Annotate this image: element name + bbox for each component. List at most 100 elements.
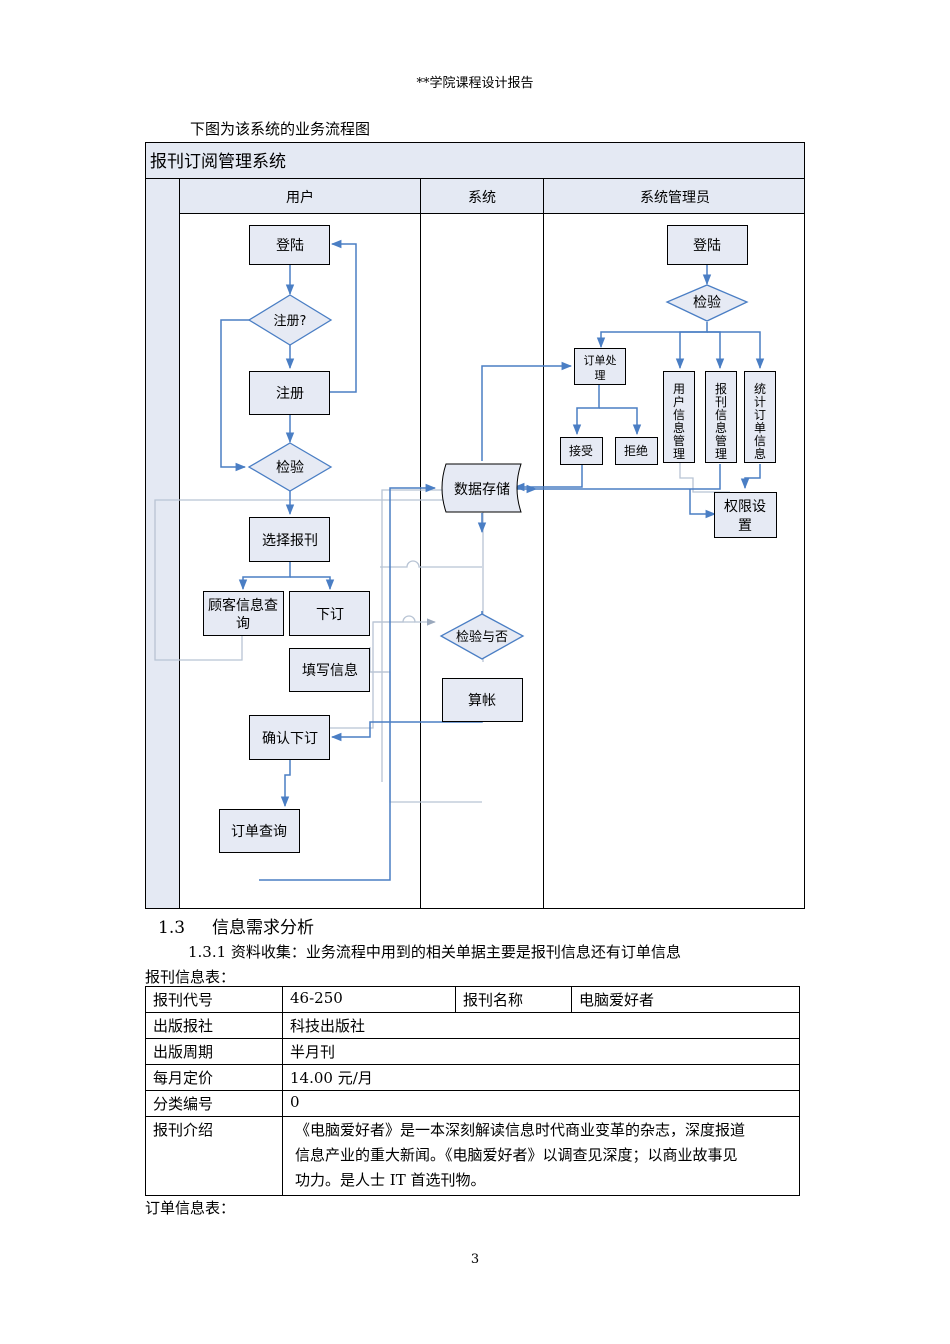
cell-label: 出版报社	[145, 1012, 283, 1039]
intro-line: 信息产业的重大新闻。《电脑爱好者》以调查见深度；以商业故事见	[295, 1146, 738, 1164]
reject-label: 拒绝	[624, 443, 648, 458]
lane-strip	[145, 178, 180, 909]
cell-value: 电脑爱好者	[571, 986, 800, 1013]
order-table-label: 订单信息表：	[145, 1199, 236, 1217]
stat-order-info-box	[744, 371, 776, 463]
lane-header-bar	[179, 178, 805, 214]
svg-text:息: 息	[715, 420, 727, 435]
user-info-mgmt-box	[663, 371, 695, 463]
user-verify-decision	[247, 442, 333, 492]
register-label: 注册	[276, 386, 304, 402]
svg-text:信: 信	[754, 434, 766, 448]
user-info-mgmt-label: 用 户 信 息 管 理	[673, 382, 685, 461]
check-decision	[439, 613, 525, 660]
svg-text:刊: 刊	[715, 395, 727, 409]
account-box	[442, 678, 523, 722]
customer-query-label-2: 询	[236, 616, 250, 632]
permission-label: 权限设	[724, 499, 766, 515]
intro-line: 功力。是人士 IT 首选刊物。	[295, 1171, 486, 1189]
cell-value: 14.00 元/月	[282, 1064, 800, 1091]
admin-verify-label: 检验	[693, 295, 721, 311]
table-row: 报刊代号 46-250 报刊名称 电脑爱好者	[145, 986, 800, 1013]
blue-connectors	[220, 239, 765, 881]
lane-user: 用户	[286, 189, 314, 206]
page-header: **学院课程设计报告	[416, 76, 534, 91]
section-number: 1.3	[158, 918, 186, 938]
svg-text:管: 管	[715, 433, 727, 448]
flowchart-title-bar	[145, 142, 805, 179]
svg-text:理: 理	[715, 447, 727, 461]
check-decision-label: 检验与否	[456, 629, 508, 645]
register-decision	[247, 294, 333, 346]
stat-order-info-label: 统 计 订 单 信 息	[754, 382, 766, 461]
reject-box	[615, 437, 658, 465]
paper-info-mgmt-label: 报 刊 信 息 管 理	[715, 381, 727, 461]
svg-text:计: 计	[754, 395, 766, 409]
cell-label: 每月定价	[145, 1064, 283, 1091]
cell-label: 报刊介绍	[145, 1116, 283, 1196]
svg-text:统: 统	[754, 382, 766, 396]
accept-box	[560, 437, 603, 465]
permission-box	[714, 492, 777, 538]
section-heading: 1.3 信息需求分析	[158, 913, 314, 938]
cell-value: 46-250	[282, 986, 456, 1013]
login-label: 登陆	[276, 238, 304, 254]
table-row: 分类编号 0	[145, 1090, 800, 1117]
user-verify-label: 检验	[276, 460, 304, 476]
lane-system: 系统	[468, 190, 496, 206]
table-row: 报刊介绍 《电脑爱好者》是一本深刻解读信息时代商业变革的杂志，深度报道 信息产业…	[145, 1116, 800, 1196]
cell-label: 报刊代号	[145, 986, 283, 1013]
cell-value: 科技出版社	[282, 1012, 800, 1039]
login-box	[249, 225, 330, 265]
confirm-order-box	[249, 715, 330, 760]
register-box	[249, 371, 330, 415]
select-paper-label: 选择报刊	[262, 533, 318, 549]
table-row: 出版报社 科技出版社	[145, 1012, 800, 1039]
select-paper-box	[249, 517, 330, 562]
svg-text:报: 报	[715, 381, 727, 396]
table-row: 每月定价 14.00 元/月	[145, 1064, 800, 1091]
intro-text: 下图为该系统的业务流程图	[190, 120, 371, 138]
svg-text:单: 单	[754, 421, 766, 435]
svg-text:理: 理	[673, 447, 685, 461]
table-row: 出版周期 半月刊	[145, 1038, 800, 1065]
order-box	[289, 591, 370, 636]
cell-value: 半月刊	[282, 1038, 800, 1065]
intro-description: 《电脑爱好者》是一本深刻解读信息时代商业变革的杂志，深度报道 信息产业的重大新闻…	[282, 1116, 800, 1196]
svg-text:管: 管	[673, 433, 685, 448]
data-storage-node	[441, 463, 522, 513]
cell-label: 出版周期	[145, 1038, 283, 1065]
table-label: 报刊信息表：	[145, 968, 236, 986]
data-storage-label: 数据存储	[454, 482, 510, 498]
order-query-label: 订单查询	[231, 824, 287, 840]
intro-line: 《电脑爱好者》是一本深刻解读信息时代商业变革的杂志，深度报道	[295, 1121, 746, 1139]
admin-verify-decision	[665, 284, 749, 322]
register-decision-label: 注册?	[274, 314, 307, 329]
order-process-box	[574, 348, 626, 385]
admin-login-label: 登陆	[693, 238, 721, 254]
section-title: 信息需求分析	[212, 918, 314, 938]
subsection-text: 1.3.1 资料收集：业务流程中用到的相关单据主要是报刊信息还有订单信息	[188, 943, 681, 961]
business-flowchart: 报刊订阅管理系统 用户 系统 系统管理员	[145, 142, 805, 909]
customer-query-box	[203, 591, 284, 636]
newspaper-info-table: 报刊代号 46-250 报刊名称 电脑爱好者 出版报社 科技出版社 出版周期 半…	[145, 986, 800, 1196]
cell-label: 分类编号	[145, 1090, 283, 1117]
cell-value: 0	[282, 1090, 800, 1117]
permission-label-2: 置	[738, 518, 752, 534]
order-label: 下订	[316, 607, 344, 623]
flowchart-title: 报刊订阅管理系统	[150, 152, 286, 172]
user-lane-nodes: 登陆 注册? 注册 检验 选择报刊 顾客信息查 询 下订 填写信息 确认下订 订…	[203, 225, 370, 853]
svg-text:户: 户	[673, 394, 685, 409]
order-process-label: 订单处	[584, 354, 617, 367]
order-process-label-2: 理	[595, 369, 606, 382]
admin-lane-nodes: 登陆 检验 订单处 理 接受 拒绝 用 户 信 息 管 理 报 刊 信 息 管 …	[560, 225, 777, 538]
svg-text:订: 订	[754, 408, 766, 422]
fill-info-box	[289, 648, 370, 692]
accept-label: 接受	[569, 443, 593, 458]
confirm-order-label: 确认下订	[262, 731, 318, 747]
lane-admin: 系统管理员	[640, 190, 710, 206]
system-lane-nodes: 数据存储 检验与否 算帐	[439, 463, 525, 722]
order-query-box	[219, 809, 300, 853]
page-number: 3	[470, 1252, 480, 1267]
customer-query-label: 顾客信息查	[208, 597, 278, 614]
